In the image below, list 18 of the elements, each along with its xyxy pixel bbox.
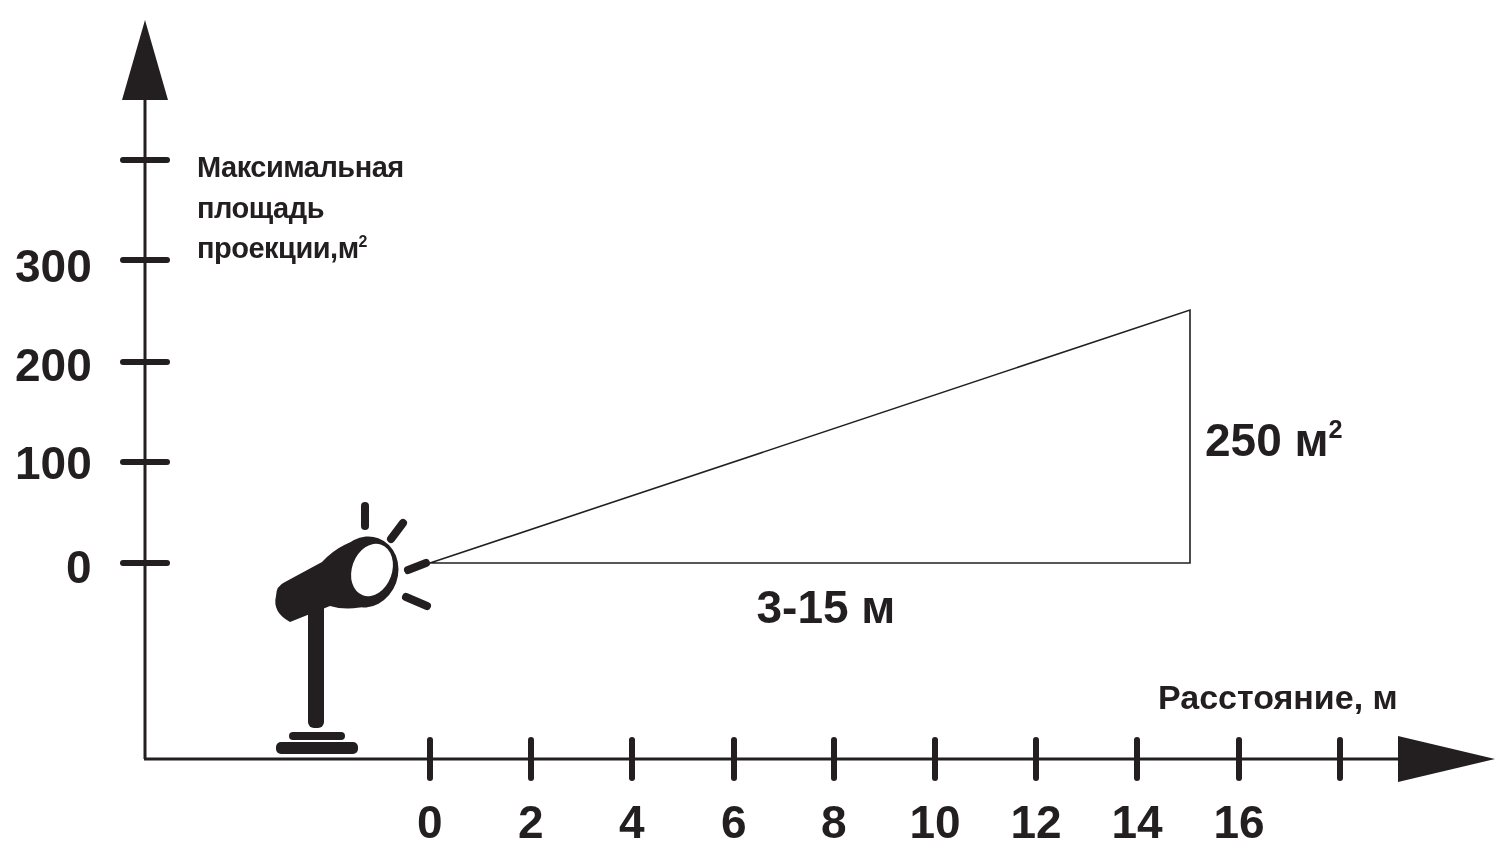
tick-label: 14 [1111, 795, 1163, 843]
tick-label: 100 [15, 436, 92, 490]
tick-label: 10 [909, 795, 961, 843]
projection-triangle [429, 308, 1191, 564]
tick-label: 300 [15, 239, 92, 293]
tick-label: 2 [518, 795, 544, 843]
axis-title: Расстояние, м [1158, 677, 1398, 717]
tick-label: 200 [15, 338, 92, 392]
tick-label: 12 [1010, 795, 1062, 843]
measurement-label: 3-15 м [756, 580, 896, 634]
axis-title: Максимальная площадь проекции,м$^{2}$ [197, 150, 405, 267]
measurement-label: 250 м$^{2}$ [1205, 413, 1343, 467]
tick-label: 6 [721, 795, 747, 843]
tick-label: 16 [1213, 795, 1265, 843]
tick-label: 4 [619, 795, 645, 843]
tick-label: 0 [417, 795, 443, 843]
tick-label: 0 [66, 540, 92, 594]
tick-label: 8 [821, 795, 847, 843]
